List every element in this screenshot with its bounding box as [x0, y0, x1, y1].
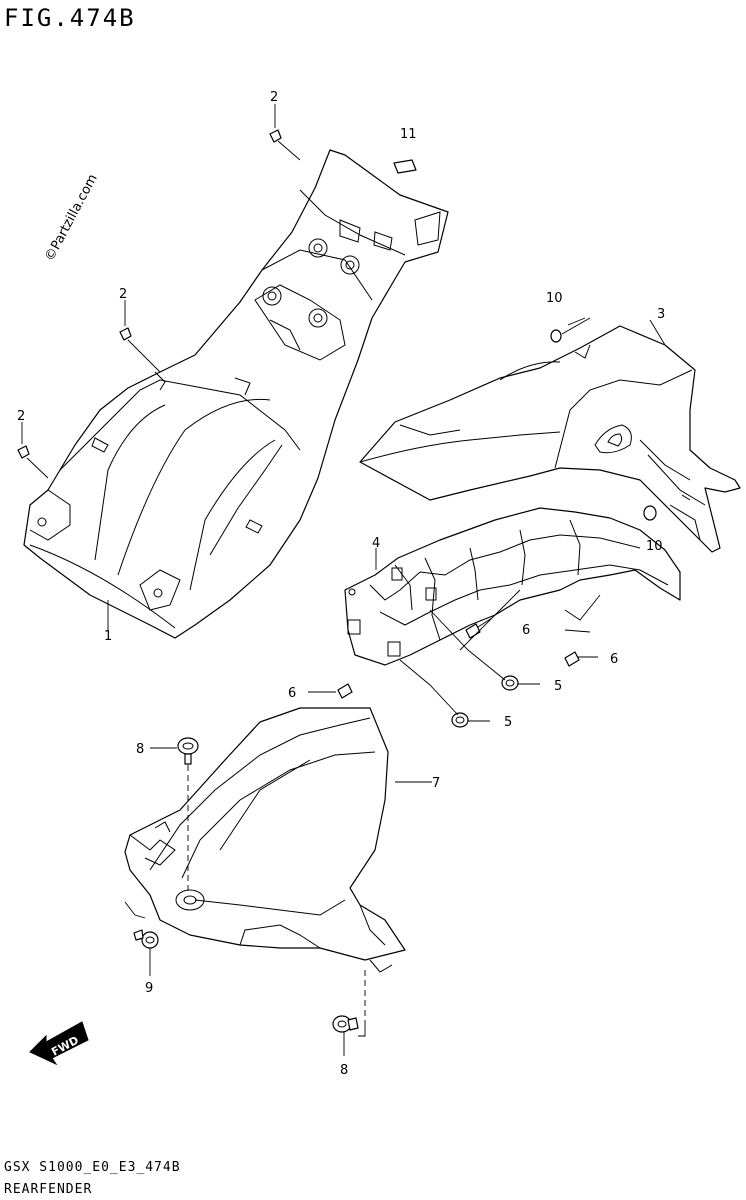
- part-9-bolt[interactable]: [133, 929, 159, 976]
- callout-4: 4: [372, 536, 380, 551]
- part-7-rear-hugger[interactable]: [124, 707, 406, 973]
- callout-6-center: 6: [522, 623, 530, 638]
- callout-6-right: 6: [610, 652, 618, 667]
- callout-10-upper: 10: [546, 291, 563, 306]
- callout-6-left: 6: [288, 686, 296, 701]
- callout-2-top: 2: [270, 90, 278, 105]
- callout-2-left: 2: [17, 409, 25, 424]
- figure-name: REARFENDER: [4, 1182, 93, 1197]
- callout-7: 7: [432, 776, 440, 791]
- callout-5-lower: 5: [504, 715, 512, 730]
- part-4-bracket[interactable]: [344, 507, 681, 666]
- part-3-side-cover[interactable]: [359, 325, 741, 553]
- part-1-rear-fender[interactable]: [23, 149, 449, 639]
- part-10-grommet-lower[interactable]: [643, 505, 657, 521]
- part-2-screw-left[interactable]: [17, 445, 49, 479]
- callout-9: 9: [145, 981, 153, 996]
- callout-8-top: 8: [136, 742, 144, 757]
- callout-2-middle: 2: [119, 287, 127, 302]
- part-8-bolt-bottom[interactable]: [332, 1015, 359, 1056]
- part-6-screw-right[interactable]: [564, 651, 598, 667]
- part-8-bolt-top[interactable]: [150, 737, 199, 765]
- drawing-code: GSX S1000_E0_E3_474B: [4, 1160, 181, 1175]
- fwd-arrow-icon: FWD: [29, 1021, 89, 1066]
- callout-11: 11: [400, 127, 417, 142]
- part-6-screw-center[interactable]: [465, 617, 493, 639]
- part-6-screw-left[interactable]: [308, 683, 353, 699]
- part-10-grommet-upper[interactable]: [550, 317, 591, 343]
- part-5-nut-upper[interactable]: [501, 675, 540, 691]
- callout-5-upper: 5: [554, 679, 562, 694]
- callout-10-lower: 10: [646, 539, 663, 554]
- part-2-screw-middle[interactable]: [119, 327, 161, 373]
- figure-title: FIG.474B: [4, 4, 136, 32]
- part-2-screw-top[interactable]: [269, 129, 301, 161]
- watermark-text: ©Partzilla.com: [42, 172, 100, 264]
- callout-1: 1: [104, 629, 112, 644]
- part-5-nut-lower[interactable]: [451, 712, 490, 728]
- callout-8-bottom: 8: [340, 1063, 348, 1078]
- part-11-label-tag[interactable]: [393, 159, 417, 174]
- callout-3: 3: [657, 307, 665, 322]
